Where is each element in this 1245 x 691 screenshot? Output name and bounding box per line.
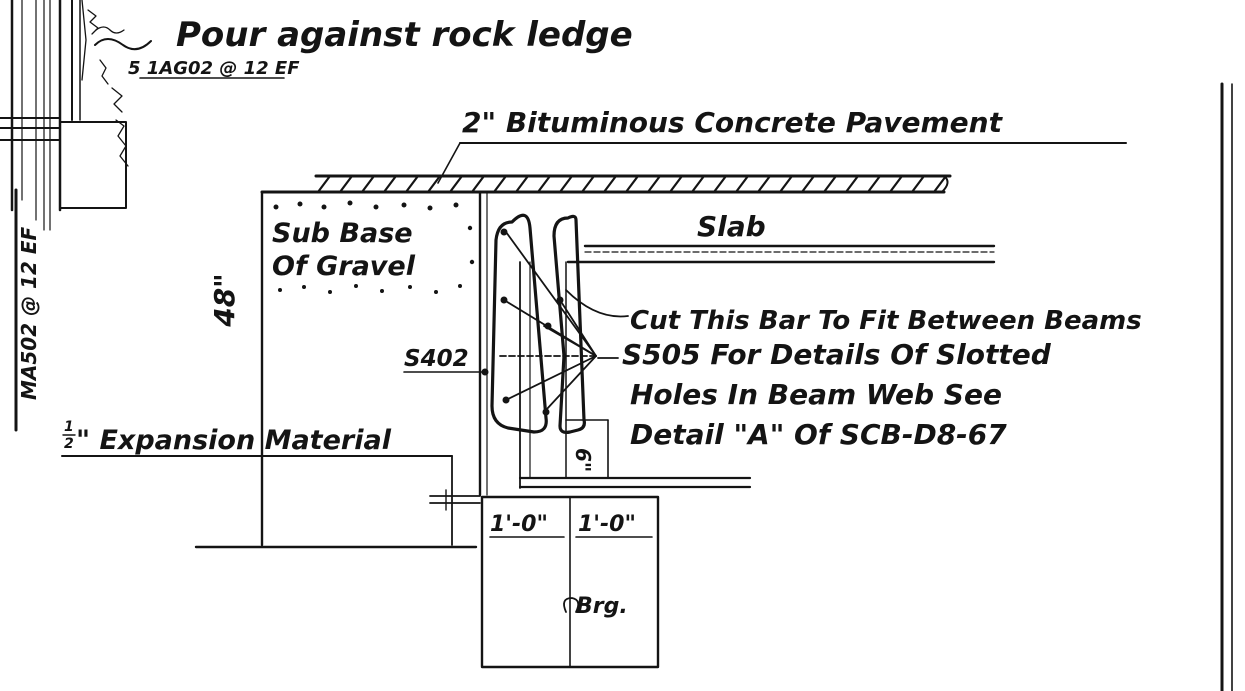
left-wall-bar-callout: MA502 @ 12 EF <box>17 226 41 400</box>
expansion-material-group: 1 2 " Expansion Material <box>61 419 481 546</box>
detail-note-line2: Holes In Beam Web See <box>630 378 1002 411</box>
dimension-right-1ft: 1'-0" <box>578 512 636 537</box>
dimension-left-1ft: 1'-0" <box>490 512 548 537</box>
bar-s402-label: S402 <box>404 346 469 372</box>
height-dimension-label: 48" <box>208 273 241 328</box>
pavement-hatch <box>316 174 948 194</box>
bearing-centerline-label: Brg. <box>576 594 628 619</box>
expansion-fraction-den: 2 <box>64 436 74 452</box>
bearing-group: 1'-0" 1'-0" Brg. <box>480 495 660 669</box>
subbase-label-line2: Of Gravel <box>272 251 416 282</box>
subbase-label-line1: Sub Base <box>272 218 413 249</box>
expansion-fraction-num: 1 <box>64 419 74 435</box>
slab-label: Slab <box>697 210 766 243</box>
pour-bar-label: 5 1AG02 @ 12 EF <box>128 58 300 79</box>
pour-note-label: Pour against rock ledge <box>176 15 633 55</box>
expansion-material-label: " Expansion Material <box>76 425 392 456</box>
six-inch-dimension: 6" <box>571 448 595 472</box>
height-dimension: 48" <box>194 199 478 549</box>
gravel-dots <box>273 200 475 294</box>
detail-note-line3: Detail "A" Of SCB-D8-67 <box>630 418 1007 451</box>
detail-note-line1: S505 For Details Of Slotted <box>622 338 1052 371</box>
pavement-group: 2" Bituminous Concrete Pavement <box>260 106 1127 194</box>
cut-bar-note: Cut This Bar To Fit Between Beams <box>630 306 1142 336</box>
right-border <box>1220 82 1233 691</box>
callouts-group: Cut This Bar To Fit Between Beams S505 F… <box>403 289 1142 451</box>
pour-note-group: Pour against rock ledge 5 1AG02 @ 12 EF <box>94 15 633 79</box>
slab-group: Slab 6" <box>518 210 996 489</box>
left-wall-detail: MA502 @ 12 EF <box>0 0 129 432</box>
reinforcing-bars <box>490 213 597 434</box>
pavement-label: 2" Bituminous Concrete Pavement <box>462 106 1004 139</box>
